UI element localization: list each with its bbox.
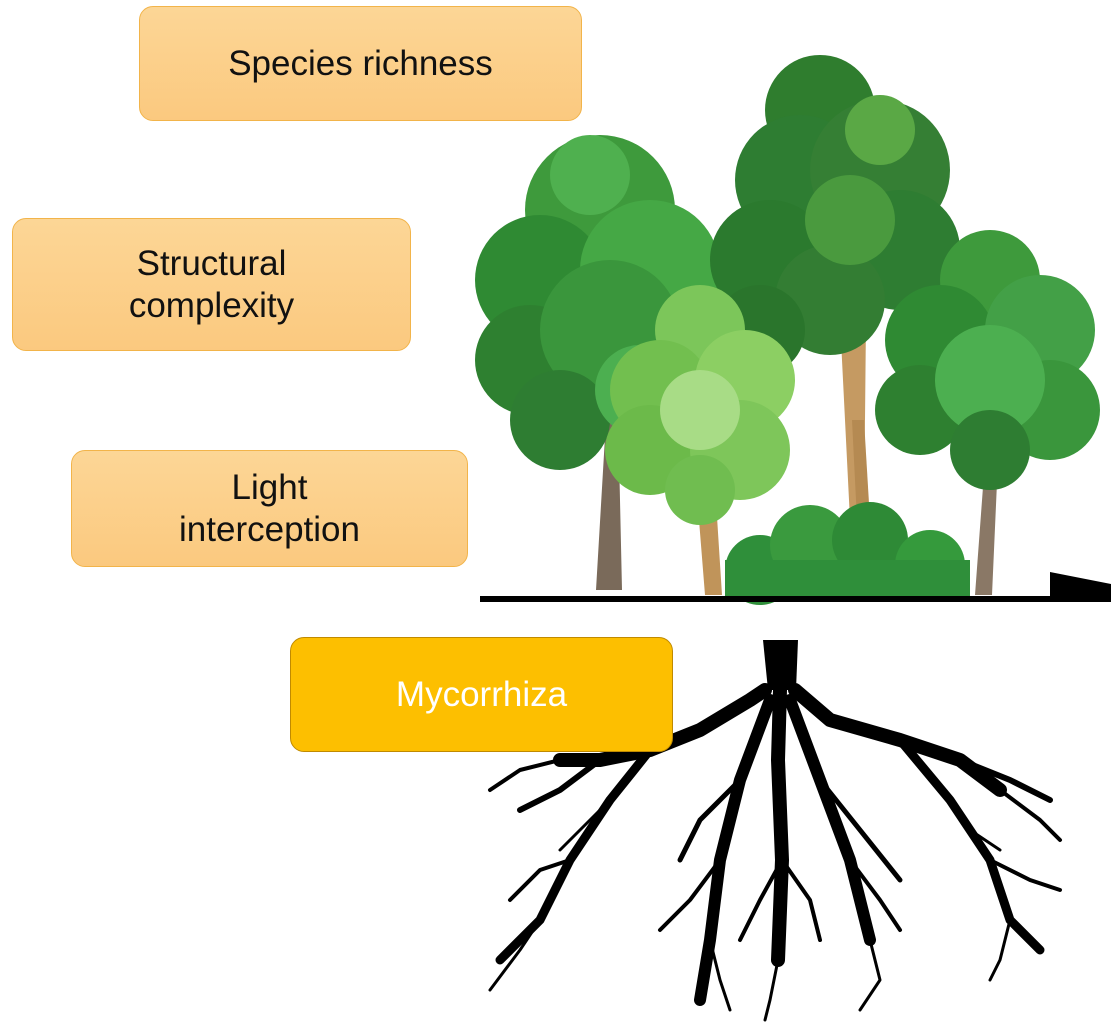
mycorrhiza-label: Mycorrhiza (396, 674, 567, 716)
structural-complexity-box: Structural complexity (12, 218, 411, 351)
light-interception-label: Light interception (179, 467, 360, 551)
species-richness-box: Species richness (139, 6, 582, 121)
ground-arrowhead (1050, 572, 1111, 598)
structural-complexity-label: Structural complexity (129, 243, 294, 327)
light-interception-box: Light interception (71, 450, 468, 567)
ground-line-bar (480, 596, 1111, 602)
root-stem (763, 640, 798, 690)
mycorrhiza-box: Mycorrhiza (290, 637, 673, 752)
species-richness-label: Species richness (228, 43, 493, 85)
shrub (725, 502, 970, 605)
